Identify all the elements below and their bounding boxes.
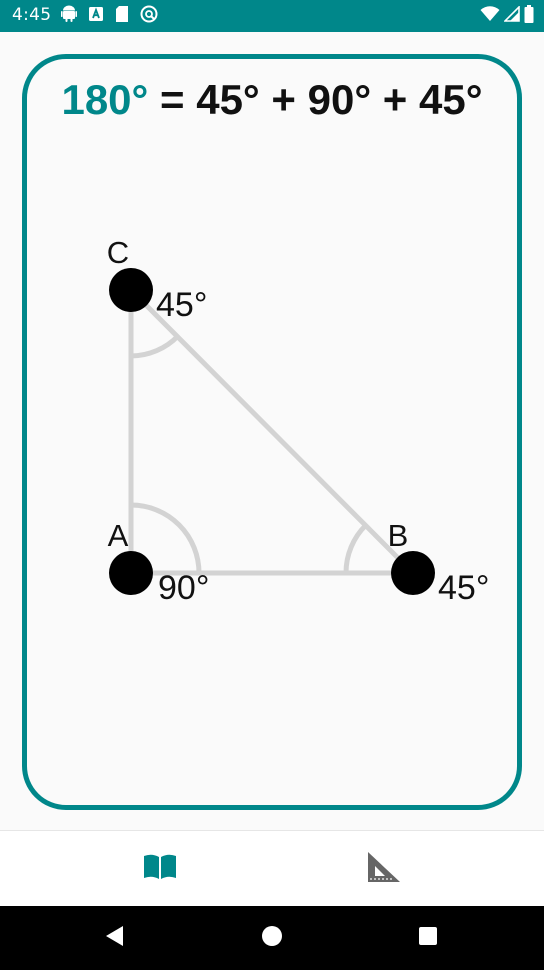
- home-button[interactable]: [256, 922, 288, 954]
- plus-sign: +: [259, 76, 308, 123]
- vertex-b[interactable]: [391, 551, 435, 595]
- equals-sign: =: [148, 76, 197, 123]
- font-a-icon: [88, 6, 104, 26]
- vertex-b-label: B: [388, 518, 409, 553]
- wifi-icon: [480, 6, 500, 26]
- bottom-navigation: [0, 830, 544, 906]
- angle-a-label: 90°: [158, 569, 209, 607]
- angle-b-label: 45°: [438, 569, 489, 607]
- cell-signal-icon: [503, 5, 520, 26]
- angle-sum-equation: 180° = 45° + 90° + 45°: [0, 76, 544, 124]
- book-icon: [143, 853, 177, 885]
- angle-sum-total: 180°: [61, 76, 149, 123]
- back-button[interactable]: [98, 922, 130, 954]
- battery-icon: [524, 5, 534, 27]
- side-bc: [129, 288, 415, 575]
- angle-b-term: 90°: [307, 76, 372, 123]
- angle-arc-c: [130, 334, 180, 359]
- angle-a-term: 45°: [196, 76, 260, 123]
- status-time: 4:45: [12, 5, 52, 25]
- angle-arc-b: [343, 523, 368, 574]
- recents-icon: [418, 926, 438, 950]
- system-navigation-bar: [0, 906, 544, 970]
- sync-icon: [140, 5, 158, 27]
- recents-button[interactable]: [412, 922, 444, 954]
- vertex-c-label: C: [107, 235, 129, 270]
- notification-icons: [60, 5, 158, 27]
- vertex-a[interactable]: [109, 551, 153, 595]
- vertex-c[interactable]: [109, 268, 153, 312]
- status-bar: 4:45: [0, 0, 544, 32]
- nav-item-learn[interactable]: [24, 831, 296, 907]
- set-square-icon: [367, 851, 401, 887]
- system-status-icons: [480, 5, 534, 27]
- home-icon: [261, 925, 283, 951]
- triangle-card: [22, 54, 522, 810]
- plus-sign: +: [371, 76, 419, 123]
- nav-item-geometry[interactable]: [248, 831, 520, 907]
- sd-card-icon: [114, 5, 130, 27]
- angle-arc-a: [130, 502, 202, 574]
- triangle-diagram: C A B 45° 90° 45°: [107, 235, 490, 607]
- angle-c-label: 45°: [156, 286, 207, 324]
- android-icon: [60, 5, 78, 27]
- vertex-a-label: A: [108, 518, 129, 553]
- angle-c-term: 45°: [419, 76, 483, 123]
- back-icon: [103, 924, 125, 952]
